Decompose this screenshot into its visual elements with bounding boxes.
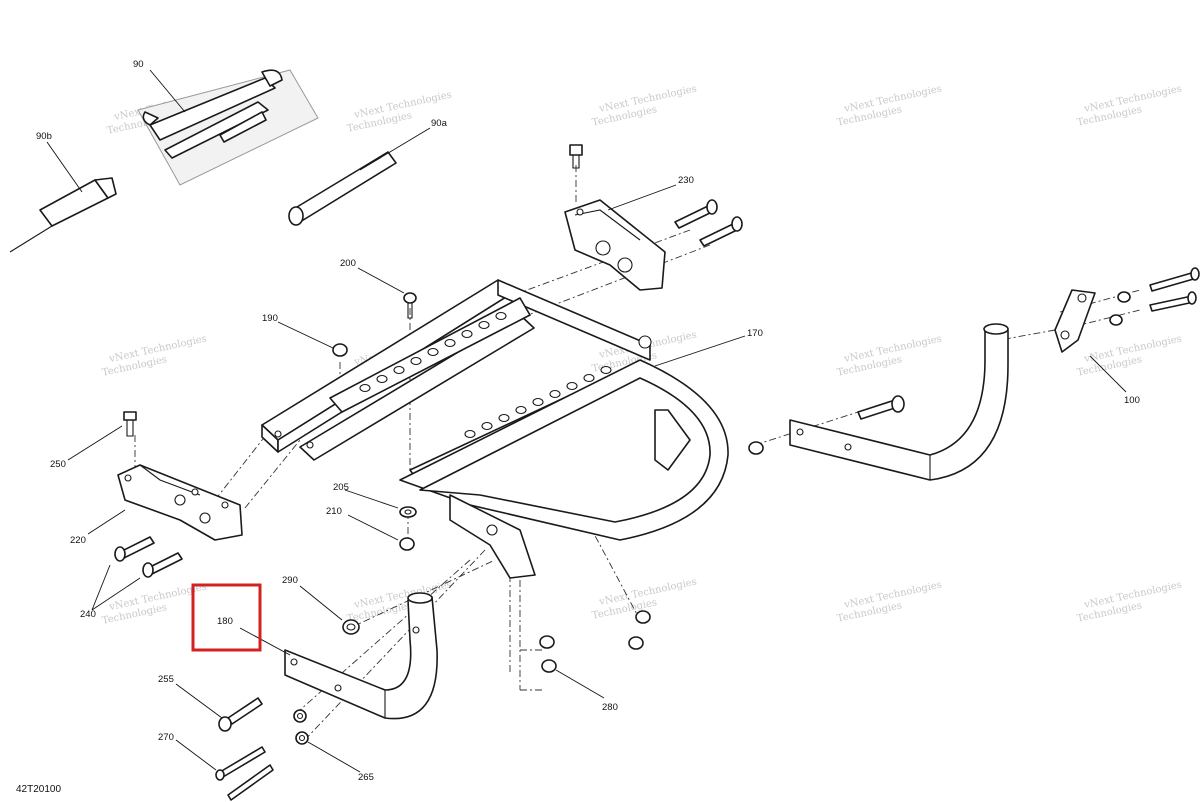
callout-180[interactable]: 180	[217, 616, 233, 627]
leader-lines	[46, 69, 1127, 773]
callout-200[interactable]: 200	[340, 258, 356, 269]
nut-210	[399, 537, 415, 551]
callout-labels: 90 90b 90a 230 200 190 170 100 250 205 2…	[36, 59, 1140, 783]
callout-270[interactable]: 270	[158, 732, 174, 743]
callout-230[interactable]: 230	[678, 175, 694, 186]
bolt-270	[215, 746, 274, 801]
callout-90b[interactable]: 90b	[36, 131, 52, 142]
callout-220[interactable]: 220	[70, 535, 86, 546]
callout-170[interactable]: 170	[747, 328, 763, 339]
nut-190	[332, 343, 348, 357]
callout-90a[interactable]: 90a	[431, 118, 448, 129]
tool-kit-90	[137, 69, 319, 186]
nuts-280	[539, 610, 651, 673]
bolt-handle-100	[748, 395, 905, 455]
screw-250	[123, 411, 137, 437]
callout-190[interactable]: 190	[262, 313, 278, 324]
washer-205	[399, 506, 417, 518]
washers-265	[293, 709, 309, 745]
screw-200	[403, 292, 417, 319]
spacer-290	[342, 619, 360, 635]
main-frame	[261, 279, 729, 579]
screw-top	[569, 144, 583, 169]
tool-90a	[288, 151, 397, 226]
bolt-pair-240	[114, 536, 183, 578]
handle-100	[789, 323, 1009, 481]
callout-100[interactable]: 100	[1124, 395, 1140, 406]
callout-205[interactable]: 205	[333, 482, 349, 493]
bolt-pair-230	[674, 199, 743, 247]
frame-holes	[359, 311, 612, 439]
callout-290[interactable]: 290	[282, 575, 298, 586]
callout-265[interactable]: 265	[358, 772, 374, 783]
bracket-220	[117, 464, 243, 541]
screwdriver-90b	[9, 177, 117, 253]
callout-255[interactable]: 255	[158, 674, 174, 685]
callout-240[interactable]: 240	[80, 609, 96, 620]
diagram-id: 42T20100	[16, 784, 61, 795]
bolt-255	[218, 697, 263, 732]
bracket-100	[1054, 289, 1096, 353]
highlight-box-180	[191, 583, 262, 652]
callout-280[interactable]: 280	[602, 702, 618, 713]
callout-90[interactable]: 90	[133, 59, 144, 70]
callout-250[interactable]: 250	[50, 459, 66, 470]
bolt-pair-100	[1109, 267, 1200, 326]
callout-210[interactable]: 210	[326, 506, 342, 517]
bracket-230	[564, 199, 666, 291]
handle-180	[284, 592, 438, 720]
